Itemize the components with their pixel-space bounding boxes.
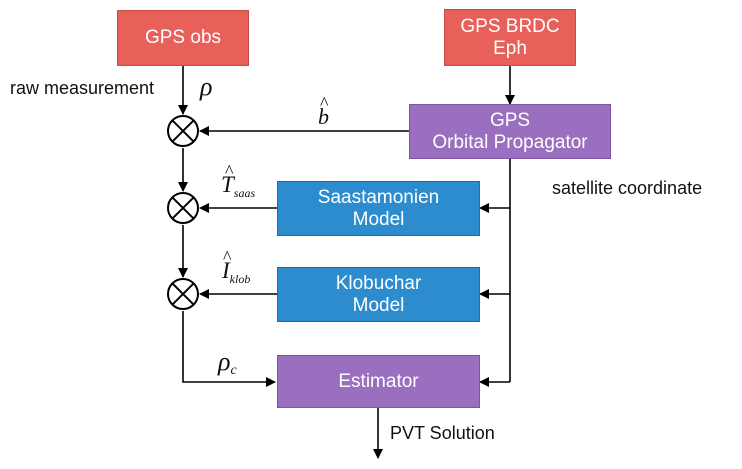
i-klob-caret: ^ <box>223 247 232 267</box>
rho-c-symbol: ρc <box>218 347 237 378</box>
sum-junction-1 <box>167 115 199 147</box>
eph-label: Eph <box>493 37 527 59</box>
saastamonien-line1: Saastamonien <box>317 186 440 208</box>
gps-orbital-propagator-box: GPS Orbital Propagator <box>409 104 611 159</box>
rho-c-subscript: c <box>230 363 237 378</box>
gps-brdc-label: GPS BRDC <box>460 15 560 37</box>
t-saas-letter: T <box>221 172 234 197</box>
pvt-solution-label: PVT Solution <box>390 423 495 443</box>
i-klob-subscript: klob <box>229 272 251 286</box>
estimator-label: Estimator <box>338 370 419 392</box>
satellite-coordinate-label: satellite coordinate <box>552 178 703 198</box>
klobuchar-line1: Klobuchar <box>335 272 422 294</box>
sum-junction-3 <box>167 278 199 310</box>
i-klob-symbol: ^ Iklob <box>222 247 251 286</box>
gps-propagator-line1: GPS <box>489 109 531 131</box>
t-saas-caret: ^ <box>225 161 234 181</box>
klobuchar-line2: Model <box>352 294 405 316</box>
klobuchar-model-box: Klobuchar Model <box>277 267 480 322</box>
b-hat-symbol: ^ b <box>318 93 329 130</box>
rho-c-letter: ρ <box>218 347 231 376</box>
arrow-sum3-to-estimator <box>182 311 276 387</box>
t-saas-subscript: saas <box>233 186 256 200</box>
gps-obs-label: GPS obs <box>144 27 222 48</box>
saastamonien-model-box: Saastamonien Model <box>277 181 480 236</box>
gps-propagator-line2: Orbital Propagator <box>432 131 588 153</box>
i-klob-letter: I <box>222 258 230 283</box>
t-saas-symbol: ^ Tsaas <box>221 161 256 200</box>
estimator-box: Estimator <box>277 355 480 408</box>
gps-obs-box: GPS obs <box>117 10 249 66</box>
sum-junction-2 <box>167 192 199 224</box>
rho-symbol: ρ <box>200 72 213 101</box>
saastamonien-line2: Model <box>352 208 405 230</box>
b-hat-caret: ^ <box>320 93 329 113</box>
b-hat-letter: b <box>318 104 329 129</box>
raw-measurement-label: raw measurement <box>10 78 155 98</box>
gps-brdc-eph-box: GPS BRDC Eph <box>444 9 576 66</box>
